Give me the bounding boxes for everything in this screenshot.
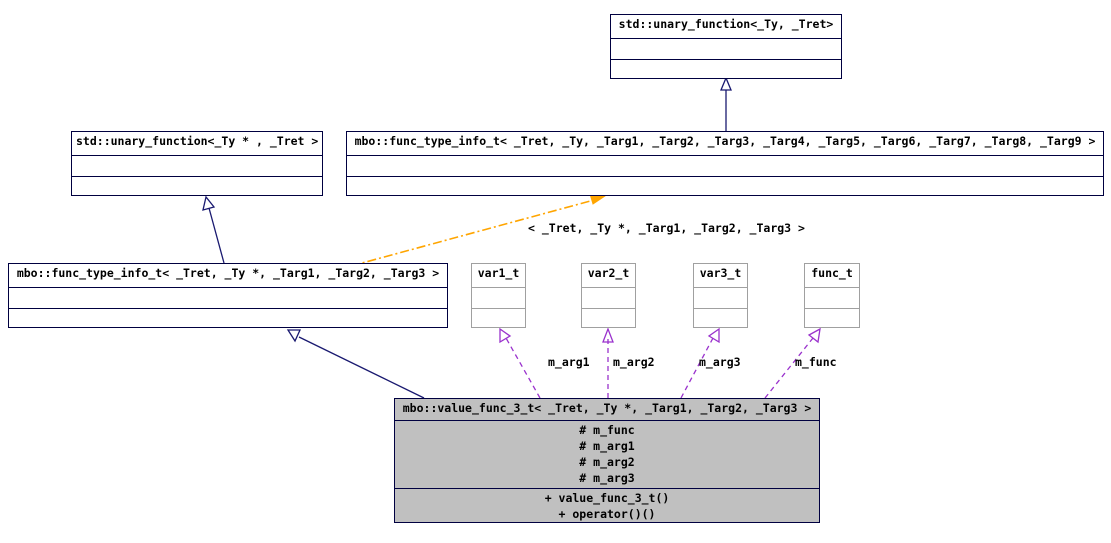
class-node-func-t[interactable]: func_t bbox=[804, 263, 860, 328]
class-node-var2-t[interactable]: var2_t bbox=[581, 263, 636, 328]
attributes-compartment bbox=[347, 155, 1103, 176]
edge-association-m-arg2 bbox=[602, 327, 614, 398]
operations-compartment bbox=[582, 308, 635, 328]
class-node-mbo-value-func-3-t[interactable]: mbo::value_func_3_t< _Tret, _Ty *, _Targ… bbox=[394, 398, 820, 523]
class-title: mbo::func_type_info_t< _Tret, _Ty, _Targ… bbox=[354, 134, 1096, 148]
operations-compartment bbox=[611, 59, 841, 79]
operations-compartment bbox=[472, 308, 525, 328]
operations-compartment bbox=[72, 176, 322, 196]
class-title: std::unary_function<_Ty * , _Tret > bbox=[76, 134, 319, 148]
class-title: func_t bbox=[811, 266, 853, 280]
class-title: var1_t bbox=[477, 266, 520, 280]
class-title: std::unary_function<_Ty, _Tret> bbox=[618, 17, 834, 31]
attribute-row: # m_func bbox=[579, 423, 635, 437]
attributes-compartment bbox=[9, 287, 447, 308]
attribute-row: # m_arg3 bbox=[579, 471, 635, 485]
class-title: mbo::value_func_3_t< _Tret, _Ty *, _Targ… bbox=[402, 401, 812, 415]
attributes-compartment bbox=[582, 287, 635, 308]
operations-compartment bbox=[694, 308, 747, 328]
edge-association-m-arg1 bbox=[499, 327, 541, 399]
class-node-std-unary-function-ty-ptr-tret[interactable]: std::unary_function<_Ty * , _Tret > bbox=[71, 131, 323, 196]
attributes-compartment bbox=[72, 155, 322, 176]
operation-row: + operator()() bbox=[558, 507, 656, 521]
edge-inheritance-3args-to-unary-ptr bbox=[202, 195, 225, 264]
class-node-var1-t[interactable]: var1_t bbox=[471, 263, 526, 328]
edge-label-m-arg2: m_arg2 bbox=[613, 355, 655, 369]
class-title: var2_t bbox=[587, 266, 630, 280]
class-node-mbo-func-type-info-t-3args[interactable]: mbo::func_type_info_t< _Tret, _Ty *, _Ta… bbox=[8, 263, 448, 328]
edge-label-m-func: m_func bbox=[795, 355, 837, 369]
operations-compartment: + value_func_3_t() + operator()() bbox=[395, 488, 819, 523]
attribute-row: # m_arg1 bbox=[579, 439, 635, 453]
class-title: mbo::func_type_info_t< _Tret, _Ty *, _Ta… bbox=[16, 266, 440, 280]
class-node-var3-t[interactable]: var3_t bbox=[693, 263, 748, 328]
operations-compartment bbox=[9, 308, 447, 328]
operations-compartment bbox=[347, 176, 1103, 196]
attributes-compartment bbox=[694, 287, 747, 308]
class-node-mbo-func-type-info-t-9args[interactable]: mbo::func_type_info_t< _Tret, _Ty, _Targ… bbox=[346, 131, 1104, 196]
operations-compartment bbox=[805, 308, 859, 328]
edge-label-m-arg1: m_arg1 bbox=[548, 355, 590, 369]
attributes-compartment bbox=[611, 38, 841, 59]
class-node-std-unary-function-ty-tret[interactable]: std::unary_function<_Ty, _Tret> bbox=[610, 14, 842, 79]
edge-label-m-arg3: m_arg3 bbox=[699, 355, 741, 369]
attributes-compartment bbox=[472, 287, 525, 308]
class-title: var3_t bbox=[699, 266, 742, 280]
edge-inheritance-valuefunc-to-3args bbox=[286, 329, 425, 399]
attribute-row: # m_arg2 bbox=[579, 455, 635, 469]
attributes-compartment bbox=[805, 287, 859, 308]
attributes-compartment: # m_func # m_arg1 # m_arg2 # m_arg3 bbox=[395, 420, 819, 488]
edge-inheritance-9args-to-unary bbox=[720, 76, 732, 131]
edge-label-template-binding: < _Tret, _Ty *, _Targ1, _Targ2, _Targ3 > bbox=[528, 221, 805, 235]
operation-row: + value_func_3_t() bbox=[544, 491, 670, 505]
